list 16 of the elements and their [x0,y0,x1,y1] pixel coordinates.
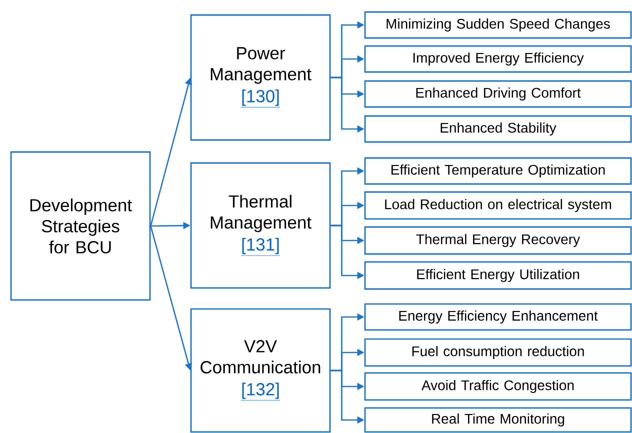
benefit-box: Enhanced Stability [364,115,632,143]
benefit-box: Minimizing Sudden Speed Changes [364,11,632,39]
benefit-box: Energy Efficiency Enhancement [364,303,632,331]
benefit-box: Efficient Energy Utilization [364,261,632,290]
benefit-box: Load Reduction on electrical system [364,191,632,220]
benefit-box: Enhanced Driving Comfort [364,80,632,108]
benefit-box: Fuel consumption reduction [364,338,632,367]
benefit-box: Efficient Temperature Optimization [364,157,632,185]
benefit-box: Improved Energy Efficiency [364,45,632,73]
benefit-box: Real Time Monitoring [364,407,632,433]
strategy-box: Development Strategies for BCU [10,151,151,301]
category-box: Power Management [130] [190,14,331,141]
category-box: V2V Communication [132] [190,308,331,433]
benefit-box: Avoid Traffic Congestion [364,372,632,401]
category-box: Thermal Management [131] [190,162,331,289]
benefit-box: Thermal Energy Recovery [364,226,632,255]
